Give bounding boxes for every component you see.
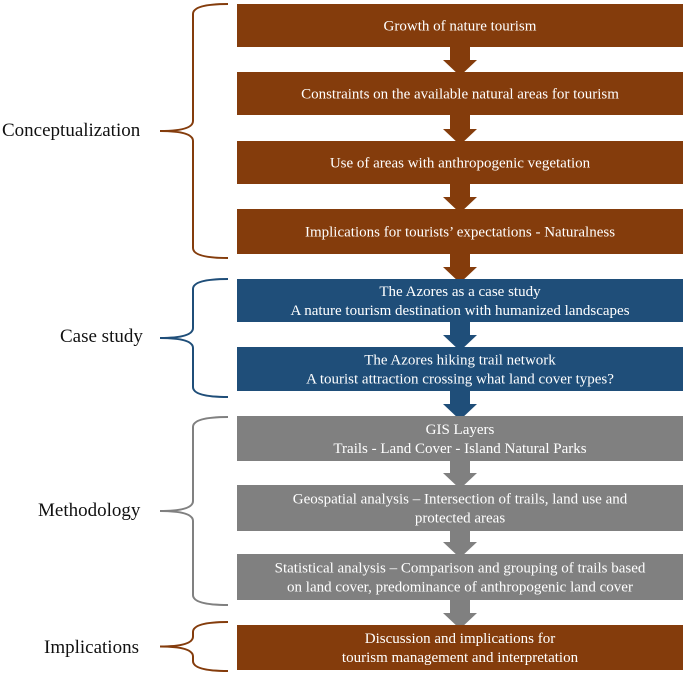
section-label-3: Methodology bbox=[38, 500, 141, 521]
flow-box-text: on land cover, predominance of anthropog… bbox=[287, 580, 633, 596]
flow-box-text: The Azores hiking trail network bbox=[364, 353, 556, 369]
flow-arrow-5 bbox=[443, 320, 477, 351]
flow-box-bg bbox=[237, 72, 683, 115]
flow-box-text: Statistical analysis – Comparison and gr… bbox=[275, 561, 646, 577]
flow-box-text: A nature tourism destination with humani… bbox=[290, 303, 629, 319]
flow-box-bg bbox=[237, 554, 683, 600]
flow-box-text: Use of areas with anthropogenic vegetati… bbox=[330, 156, 591, 172]
section-brace-4 bbox=[159, 621, 229, 672]
flow-arrow-9 bbox=[443, 598, 477, 629]
flow-box-text: Discussion and implications for bbox=[365, 631, 555, 647]
flow-arrow-3 bbox=[443, 182, 477, 213]
flow-box-text: Growth of nature tourism bbox=[384, 19, 537, 35]
flow-box-4: Implications for tourists’ expectations … bbox=[237, 209, 683, 254]
flow-box-bg bbox=[237, 141, 683, 184]
flow-box-text: GIS Layers bbox=[426, 422, 495, 438]
flow-arrow-1 bbox=[443, 45, 477, 76]
flow-box-3: Use of areas with anthropogenic vegetati… bbox=[237, 141, 683, 184]
flow-box-text: Trails - Land Cover - Island Natural Par… bbox=[333, 441, 586, 457]
section-brace-2 bbox=[159, 278, 229, 398]
flow-box-text: Geospatial analysis – Intersection of tr… bbox=[293, 492, 628, 508]
flow-box-2: Constraints on the available natural are… bbox=[237, 72, 683, 115]
flow-arrow-2 bbox=[443, 113, 477, 145]
flow-box-bg bbox=[237, 347, 683, 391]
flow-box-bg bbox=[237, 4, 683, 47]
flow-box-text: Implications for tourists’ expectations … bbox=[305, 225, 615, 241]
flow-box-8: Geospatial analysis – Intersection of tr… bbox=[237, 485, 683, 531]
flow-box-bg bbox=[237, 209, 683, 254]
flow-box-6: The Azores hiking trail network A tourist… bbox=[237, 347, 683, 391]
flow-box-text: Constraints on the available natural are… bbox=[301, 87, 619, 103]
section-label-4: Implications bbox=[44, 637, 139, 658]
flow-arrow-4 bbox=[443, 252, 477, 283]
flow-box-9: Statistical analysis – Comparison and gr… bbox=[237, 554, 683, 600]
flow-arrow-6 bbox=[443, 389, 477, 420]
flow-box-bg bbox=[237, 279, 683, 322]
flow-box-5: The Azores as a case study A nature touri… bbox=[237, 279, 683, 322]
section-label-2: Case study bbox=[60, 326, 143, 347]
flow-box-text: A tourist attraction crossing what land … bbox=[306, 372, 614, 388]
flow-box-10: Discussion and implications for tourism m… bbox=[237, 625, 683, 670]
section-label-1: Conceptualization bbox=[2, 120, 141, 141]
flow-arrow-7 bbox=[443, 459, 477, 489]
section-brace-3 bbox=[159, 416, 229, 606]
flow-box-text: The Azores as a case study bbox=[379, 284, 541, 300]
flow-box-bg bbox=[237, 625, 683, 670]
flow-box-bg bbox=[237, 485, 683, 531]
flow-box-bg bbox=[237, 416, 683, 461]
section-brace-1 bbox=[159, 3, 229, 259]
flow-arrow-8 bbox=[443, 529, 477, 558]
arrows-layer bbox=[443, 45, 477, 629]
flow-box-1: Growth of nature tourism bbox=[237, 4, 683, 47]
flow-box-text: protected areas bbox=[415, 511, 506, 527]
flow-box-text: tourism management and interpretation bbox=[342, 650, 579, 666]
